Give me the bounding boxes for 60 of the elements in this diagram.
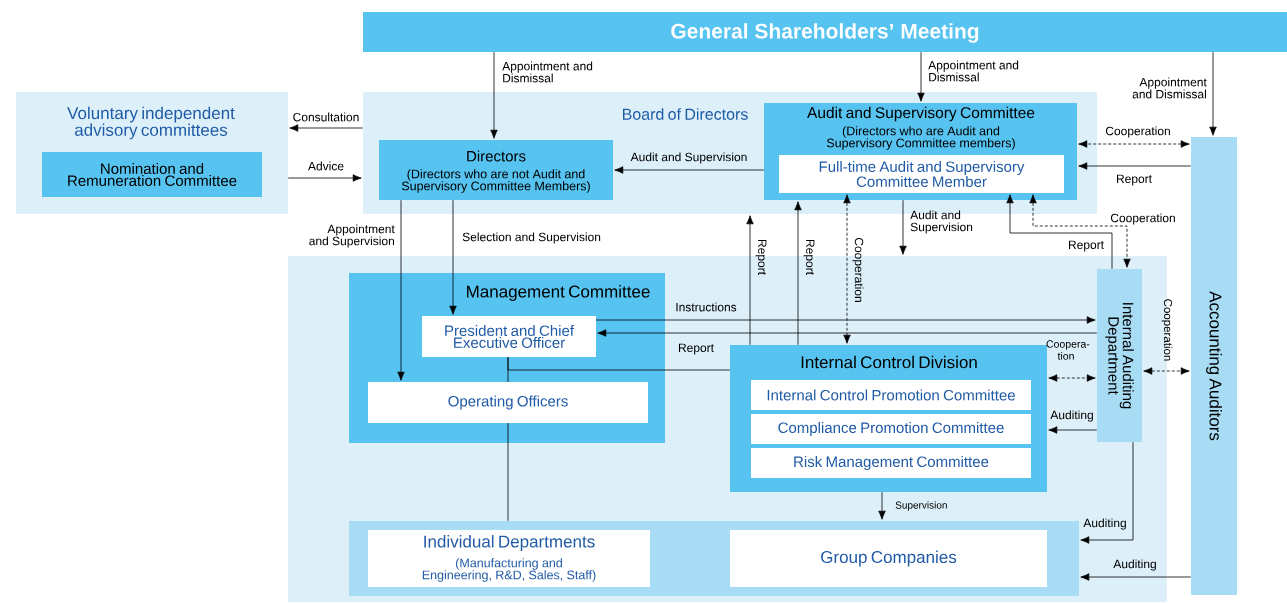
arrow: [1078, 140, 1190, 148]
edge-label: Appointment and Dismissal: [1132, 77, 1207, 99]
arrow: [289, 124, 364, 132]
edge-label: Cooperation: [852, 237, 864, 302]
arrow: [1006, 194, 1113, 270]
edge-label: Report: [679, 343, 714, 355]
arrow: [899, 199, 907, 255]
arrow: [746, 215, 754, 346]
directors-box: Directors (Directors who are not Audit and Supervisory Committee Members): [379, 140, 613, 200]
officer-box: President and Chief Executive Officer: [422, 316, 596, 357]
header-bar: General Shareholders’ Meeting: [363, 12, 1287, 52]
edge-label: Instructions: [676, 302, 737, 312]
edge-label: Appointment and Dismissal: [928, 60, 1019, 82]
arrow: [878, 491, 886, 520]
arrow: [794, 201, 802, 346]
edge-label: Appointment and Supervision: [309, 224, 395, 248]
arrow: [1048, 374, 1096, 382]
arrow: [1080, 441, 1134, 544]
edge-label: Cooperation: [1161, 299, 1173, 361]
departments-box: Individual Departments (Manufacturing and Engineering, R&D, Sales, Staff): [368, 530, 650, 587]
edge-label: Supervision: [895, 501, 947, 511]
arrow: [614, 166, 765, 174]
edge-label: Consultation: [293, 112, 359, 122]
edge-label: Appointment and Dismissal: [502, 61, 593, 83]
edge-label: Auditing: [1050, 410, 1093, 422]
committee-box: Compliance Promotion Committee: [751, 414, 1031, 444]
arrow: [595, 316, 1096, 324]
arrow: [397, 199, 405, 381]
edge-label: Report: [755, 240, 767, 275]
edge-label: Report: [803, 240, 815, 275]
arrow: [917, 51, 925, 102]
edge-label: Auditing: [1083, 518, 1126, 530]
arrow: [1029, 194, 1131, 268]
committee-box: Internal Control Promotion Committee: [751, 380, 1031, 410]
arrow: [1048, 426, 1098, 434]
committee-box: Risk Management Committee: [751, 448, 1031, 478]
officers-box: Operating Officers: [368, 382, 648, 423]
arrow: [490, 51, 498, 139]
arrow: [1209, 51, 1217, 136]
member-box: Full-time Audit and Supervisory Committee Member: [779, 155, 1064, 193]
arrow: [449, 199, 457, 315]
arrow: [597, 329, 1098, 337]
edge-label: Auditing: [1113, 559, 1156, 571]
arrow: [1143, 367, 1190, 375]
arrow: [287, 174, 362, 182]
edge-label: Cooperation: [1110, 213, 1175, 225]
arrow: [843, 194, 851, 344]
arrow: [1080, 573, 1192, 581]
edge-label: Audit and Supervision: [630, 152, 747, 164]
arrow: [1078, 162, 1192, 170]
edge-label: Selection and Supervision: [462, 232, 601, 244]
committee-box: Nomination and Remuneration Committee: [42, 152, 262, 197]
edge-label: Coopera-tion: [1046, 340, 1090, 360]
edge-label: Advice: [308, 161, 344, 171]
edge-label: Report: [1117, 174, 1152, 186]
edge-label: Report: [1069, 240, 1104, 252]
edge-label: Cooperation: [1105, 126, 1170, 138]
department-bar: Internal Auditing Department: [1097, 269, 1142, 442]
companies-box: Group Companies: [730, 530, 1047, 587]
auditors-bar: Accounting Auditors: [1191, 137, 1237, 595]
